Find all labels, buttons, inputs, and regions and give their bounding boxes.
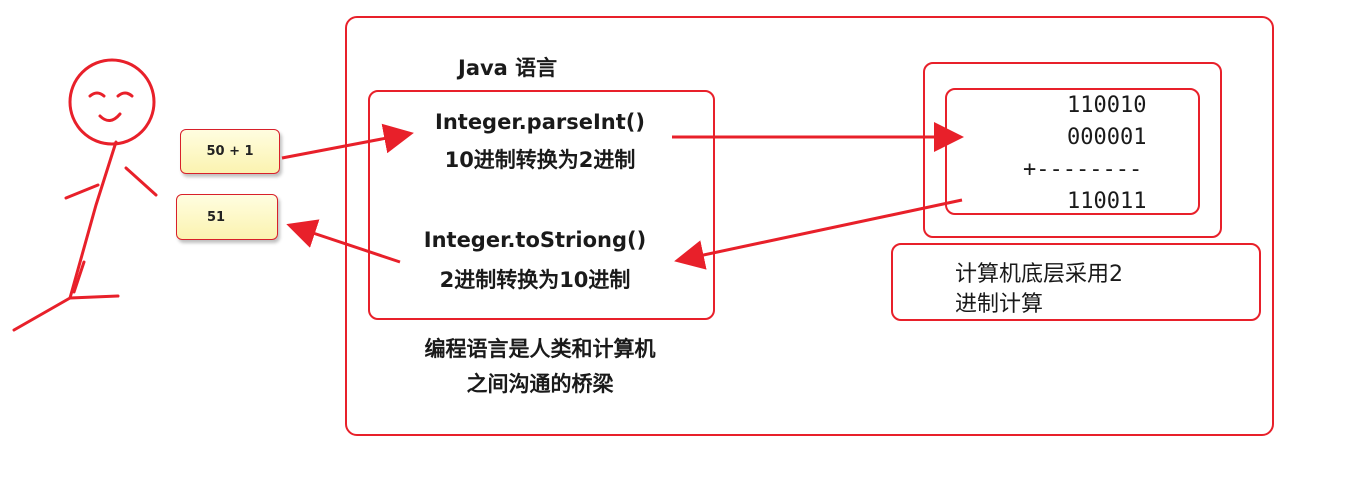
binary-line-2: 000001 — [1067, 125, 1147, 150]
output-note: 51 — [176, 194, 278, 240]
figure-foot — [72, 260, 86, 294]
input-note-text: 50 + 1 — [206, 144, 254, 159]
figure-mouth — [98, 112, 122, 122]
output-note-text: 51 — [206, 209, 226, 225]
binary-line-1: 110010 — [1067, 93, 1147, 118]
stick-figure — [12, 58, 158, 332]
input-note: 50 + 1 — [180, 129, 280, 174]
outer-container — [345, 16, 1274, 436]
computer-note-line2: 进制计算 — [955, 292, 1044, 317]
parse-int-desc: 10进制转换为2进制 — [444, 148, 636, 172]
java-language-box — [368, 90, 715, 320]
figure-head — [68, 58, 156, 146]
figure-left-leg — [12, 296, 72, 332]
binary-line-3: +-------- — [1023, 157, 1143, 182]
bridge-caption-line1: 编程语言是人类和计算机 — [424, 337, 656, 361]
figure-left-eye — [88, 91, 106, 98]
binary-line-4: 110011 — [1067, 189, 1147, 214]
arrow-tostring-to-output — [286, 219, 401, 264]
bridge-caption-line2: 之间沟通的桥梁 — [466, 372, 614, 396]
to-string-label: Integer.toStriong() — [423, 228, 647, 252]
to-string-desc: 2进制转换为10进制 — [439, 268, 631, 292]
arrow-binary-to-tostring — [674, 198, 963, 270]
parse-int-label: Integer.parseInt() — [435, 110, 645, 134]
figure-right-eye — [116, 91, 134, 98]
figure-body — [68, 140, 118, 300]
binary-outer-box — [923, 62, 1222, 238]
figure-left-arm — [64, 183, 100, 200]
computer-note-box — [891, 243, 1261, 321]
figure-right-leg — [68, 294, 120, 300]
computer-note-line1: 计算机底层采用2 — [955, 262, 1123, 287]
figure-right-arm — [124, 166, 158, 197]
arrow-input-to-parse — [281, 123, 414, 160]
java-title: Java 语言 — [458, 56, 558, 80]
